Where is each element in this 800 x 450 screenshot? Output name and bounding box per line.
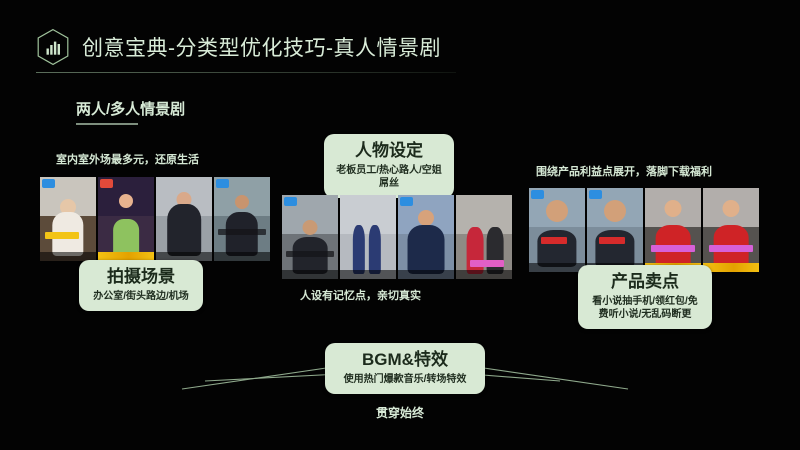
card-character-title: 人物设定 [355,141,423,160]
thumbnail-item[interactable] [456,195,512,279]
bgm-footer-note: 贯穿始终 [375,406,424,420]
character-thumbnail-strip [282,195,512,279]
card-bgm-subtitle: 使用热门爆款音乐/转场特效 [343,374,467,386]
thumbnail-item[interactable] [398,195,454,279]
card-character-subtitle: 老板员工/热心路人/空姐屌丝 [336,165,442,190]
character-caption: 人设有记忆点，亲切真实 [300,290,421,302]
thumbnail-item[interactable] [340,195,396,279]
slide-header: 创意宝典-分类型优化技巧-真人情景剧 [36,28,441,66]
thumbnail-item[interactable] [587,188,643,272]
page-title: 创意宝典-分类型优化技巧-真人情景剧 [82,37,441,60]
card-character[interactable]: 人物设定 老板员工/热心路人/空姐屌丝 [324,134,454,199]
selling-point-thumbnail-strip [529,188,759,272]
thumbnail-item[interactable] [98,177,154,261]
card-selling-point-subtitle: 看小说抽手机/领红包/免费听小说/无乱码断更 [592,296,698,321]
thumbnail-item[interactable] [214,177,270,261]
scene-thumbnail-strip [40,177,270,261]
card-scene[interactable]: 拍摄场景 办公室/街头路边/机场 [79,260,203,312]
thumbnail-item[interactable] [40,177,96,261]
header-divider [36,72,456,73]
section-heading-label: 两人/多人情景剧 [76,101,186,118]
thumbnail-item[interactable] [529,188,585,272]
card-scene-title: 拍摄场景 [107,267,175,286]
card-bgm[interactable]: BGM&特效 使用热门爆款音乐/转场特效 [325,343,485,395]
selling-point-caption: 围绕产品利益点展开，落脚下载福利 [536,166,712,178]
section-heading: 两人/多人情景剧 [76,98,185,125]
thumbnail-item[interactable] [156,177,212,261]
bar-chart-hexagon-icon [36,28,70,66]
platform-badge-icon [42,179,55,188]
card-scene-subtitle: 办公室/街头路边/机场 [93,291,189,303]
thumbnail-item[interactable] [282,195,338,279]
thumbnail-item[interactable] [703,188,759,272]
thumbnail-item[interactable] [645,188,701,272]
card-selling-point[interactable]: 产品卖点 看小说抽手机/领红包/免费听小说/无乱码断更 [578,265,712,330]
card-selling-point-title: 产品卖点 [611,272,679,291]
card-bgm-title: BGM&特效 [362,350,448,369]
section-heading-underline [76,123,138,125]
scene-caption: 室内室外场最多元，还原生活 [56,154,199,166]
